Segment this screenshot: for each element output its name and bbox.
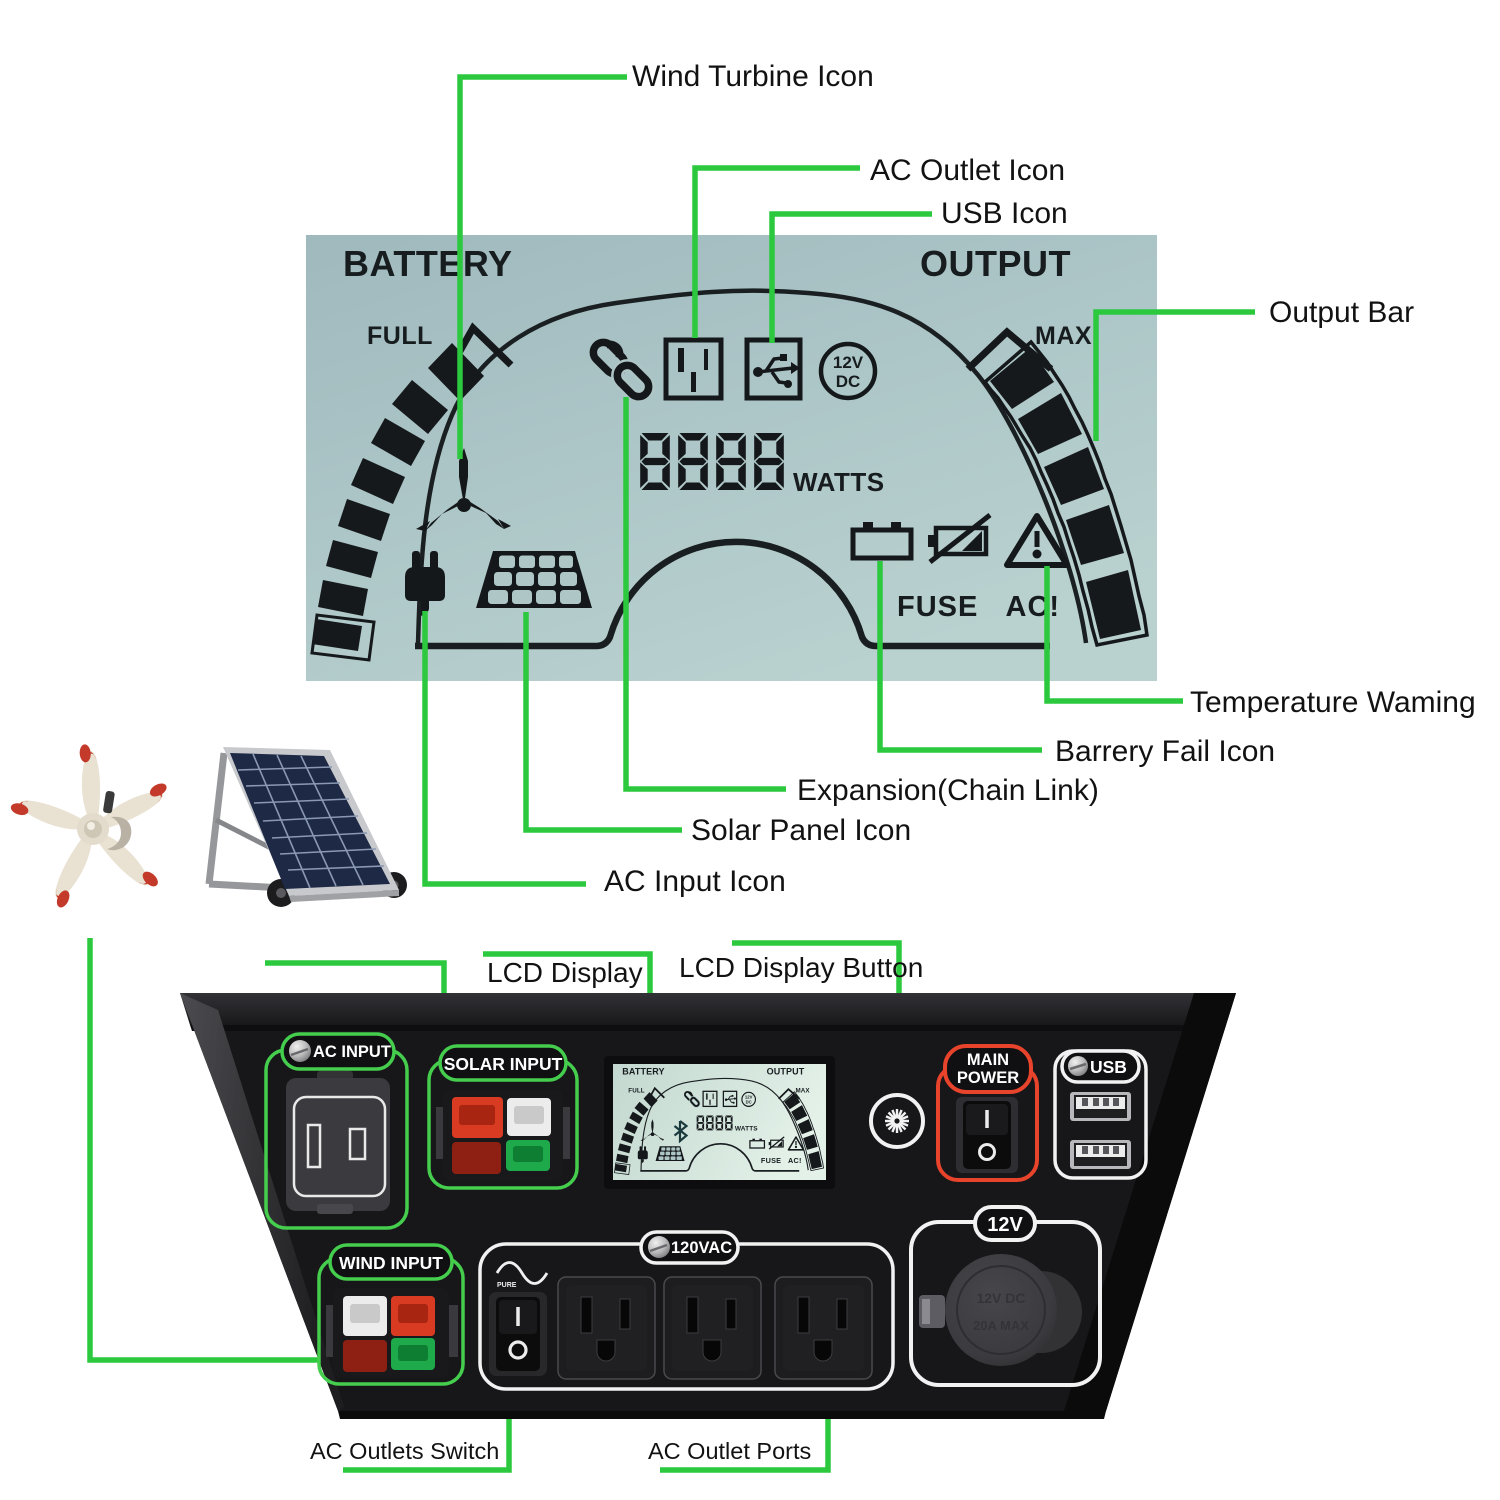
svg-text:Output Bar: Output Bar <box>1269 296 1414 329</box>
svg-text:AC Outlets Switch: AC Outlets Switch <box>310 1438 499 1464</box>
svg-text:12V: 12V <box>987 1214 1023 1236</box>
svg-text:DC: DC <box>836 372 861 391</box>
svg-text:PURE: PURE <box>497 1282 517 1289</box>
svg-text:Barrery Fail Icon: Barrery Fail Icon <box>1055 735 1275 768</box>
svg-text:AC Input Icon: AC Input Icon <box>604 865 786 898</box>
svg-text:FULL: FULL <box>367 322 433 350</box>
svg-text:SOLAR INPUT: SOLAR INPUT <box>444 1054 563 1074</box>
svg-text:LCD Display Button: LCD Display Button <box>679 952 923 983</box>
svg-text:POWER: POWER <box>957 1069 1019 1087</box>
svg-text:WIND INPUT: WIND INPUT <box>339 1253 443 1273</box>
svg-text:Temperature Waming: Temperature Waming <box>1190 686 1476 719</box>
svg-text:AC Outlet Ports: AC Outlet Ports <box>648 1438 811 1464</box>
svg-text:OUTPUT: OUTPUT <box>920 243 1071 284</box>
svg-text:12V DC: 12V DC <box>976 1290 1025 1306</box>
svg-text:12V: 12V <box>833 353 864 372</box>
svg-text:MAIN: MAIN <box>967 1051 1009 1069</box>
svg-text:AC INPUT: AC INPUT <box>313 1043 391 1061</box>
svg-text:MAX: MAX <box>1035 322 1092 350</box>
svg-text:Wind Turbine Icon: Wind Turbine Icon <box>632 60 874 93</box>
svg-text:AC Outlet Icon: AC Outlet Icon <box>870 154 1065 187</box>
svg-text:USB: USB <box>1090 1057 1127 1077</box>
svg-text:FUSE AC!: FUSE AC! <box>897 591 1060 623</box>
svg-text:Expansion(Chain Link): Expansion(Chain Link) <box>797 774 1099 807</box>
svg-text:LCD Display: LCD Display <box>487 957 643 988</box>
svg-text:BATTERY: BATTERY <box>343 243 513 284</box>
svg-text:Solar Panel Icon: Solar Panel Icon <box>691 814 911 847</box>
svg-text:120VAC: 120VAC <box>671 1239 732 1257</box>
svg-text:WATTS: WATTS <box>793 467 885 497</box>
svg-text:USB Icon: USB Icon <box>941 197 1068 230</box>
svg-text:20A MAX: 20A MAX <box>973 1318 1029 1333</box>
